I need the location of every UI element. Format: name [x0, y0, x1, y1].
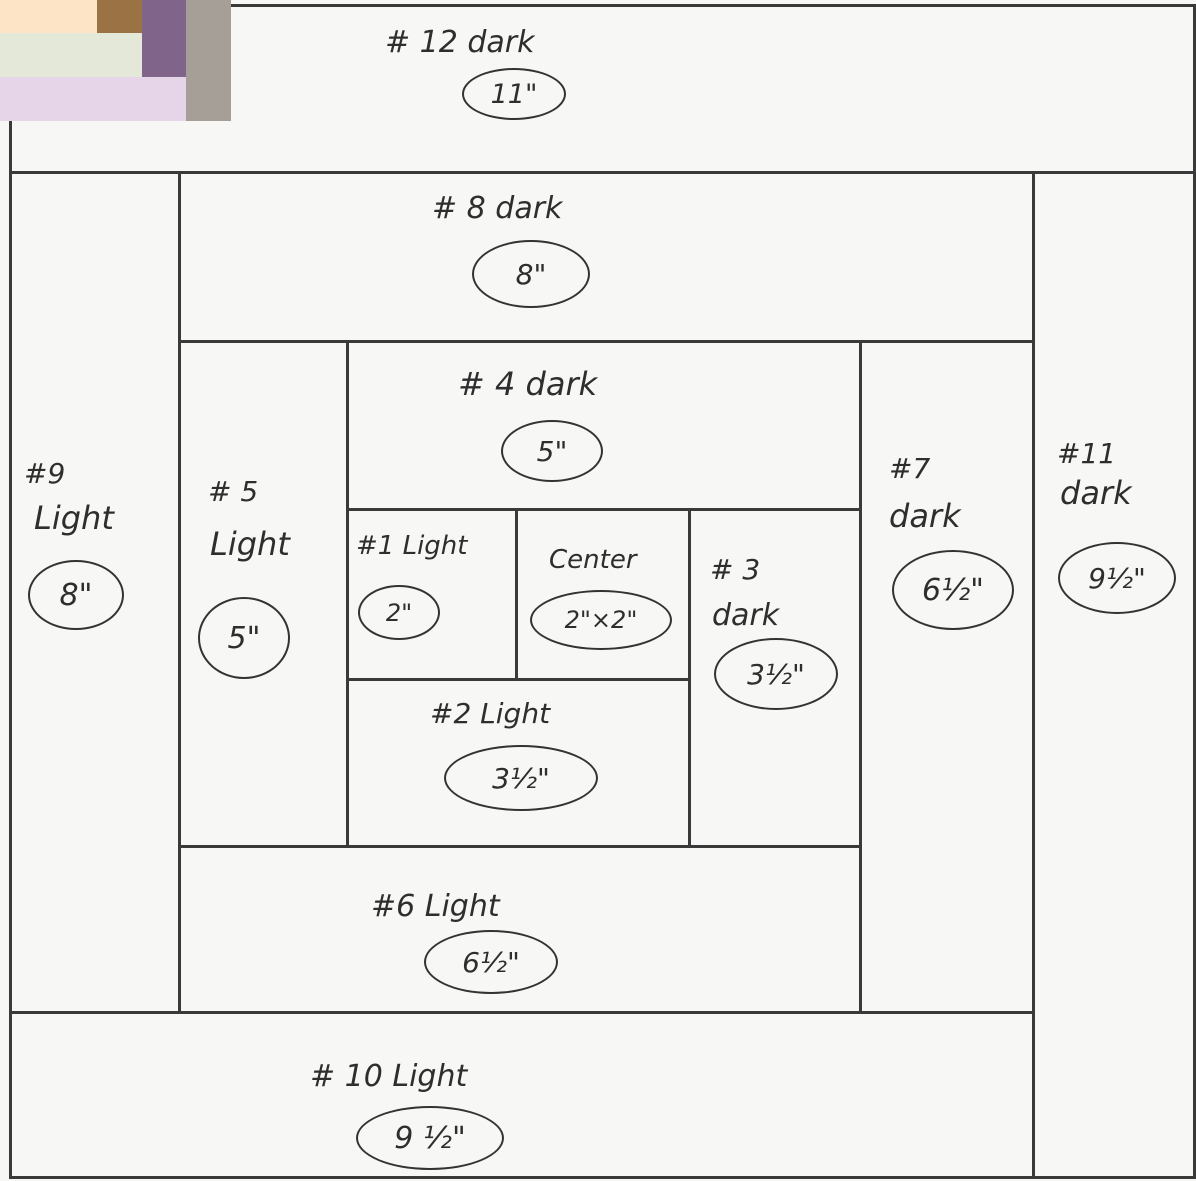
center-size: 2"×2" [564, 606, 638, 634]
strip-1-label: #1 Light [356, 531, 468, 561]
strip-6-top-line [179, 845, 860, 848]
strip-7-size-oval: 6½" [892, 550, 1014, 630]
strip-3-size: 3½" [747, 657, 805, 691]
strip-10-size: 9 ½" [394, 1120, 466, 1156]
strip-5-label-shade: Light [210, 525, 290, 563]
strip-5-size: 5" [227, 620, 261, 656]
strip-2-label: #2 Light [430, 697, 551, 730]
strip-10-size-oval: 9 ½" [356, 1106, 504, 1170]
strip-5-label-number: # 5 [208, 475, 259, 508]
strip-4-size-oval: 5" [501, 420, 603, 482]
strip-4-size: 5" [536, 434, 568, 468]
swatch-lilac [0, 77, 186, 121]
strip-11-left-line [1032, 172, 1035, 1179]
strip-11-label-number: #11 [1057, 437, 1117, 470]
strip-6-label: #6 Light [371, 889, 500, 924]
strip-3-label-shade: dark [712, 598, 780, 633]
strip-6-size: 6½" [462, 945, 520, 979]
strip-9-size-oval: 8" [28, 560, 124, 630]
outer-left-line [9, 121, 12, 1179]
strip-3-size-oval: 3½" [714, 638, 838, 710]
strip-9-size: 8" [59, 577, 93, 613]
strip-5-right-line [346, 341, 349, 847]
strip-10-top-line [9, 1011, 1033, 1014]
strip-11-size: 9½" [1088, 561, 1146, 595]
strip-11-size-oval: 9½" [1058, 542, 1176, 614]
strip-3-left-line [688, 509, 691, 846]
strip-7-label-shade: dark [889, 497, 961, 535]
strip-7-size: 6½" [922, 572, 984, 608]
strip-8-label: # 8 dark [432, 191, 563, 226]
strip-8-bottom-line [179, 340, 1033, 343]
strip-2-top-line [347, 678, 689, 681]
strip-4-bottom-line [347, 508, 860, 511]
strip-9-label-number: #9 [24, 457, 66, 490]
strip-2-size-oval: 3½" [444, 745, 598, 811]
outer-bottom-line [9, 1176, 1196, 1179]
outer-right-line [1193, 4, 1196, 1179]
swatch-peach [0, 0, 97, 33]
outer-top-line [231, 4, 1196, 7]
strip-12-bottom-line [9, 171, 1196, 174]
strip-12-label: # 12 dark [385, 25, 535, 60]
strip-1-right-line [515, 509, 518, 679]
strip-9-label-shade: Light [34, 499, 114, 537]
swatch-sage [0, 33, 142, 77]
strip-7-left-line [859, 341, 862, 1011]
strip-10-label: # 10 Light [310, 1059, 468, 1094]
strip-6-size-oval: 6½" [424, 930, 558, 994]
strip-1-size-oval: 2" [358, 585, 440, 640]
center-size-oval: 2"×2" [530, 590, 672, 650]
strip-5-size-oval: 5" [198, 597, 290, 679]
strip-9-right-line [178, 172, 181, 1012]
strip-1-size: 2" [385, 598, 413, 627]
swatch-taupe [186, 0, 231, 121]
strip-8-size-oval: 8" [472, 240, 590, 308]
strip-11-label-shade: dark [1060, 474, 1132, 512]
strip-7-label-number: #7 [889, 452, 931, 485]
strip-2-size: 3½" [492, 761, 550, 795]
strip-3-label-number: # 3 [710, 553, 761, 586]
swatch-plum [142, 0, 186, 77]
strip-12-size-oval: 11" [462, 68, 566, 120]
swatch-brown [97, 0, 142, 33]
center-label: Center [549, 545, 637, 575]
strip-12-size: 11" [490, 78, 538, 110]
strip-4-label: # 4 dark [458, 365, 598, 403]
strip-8-size: 8" [515, 257, 547, 291]
